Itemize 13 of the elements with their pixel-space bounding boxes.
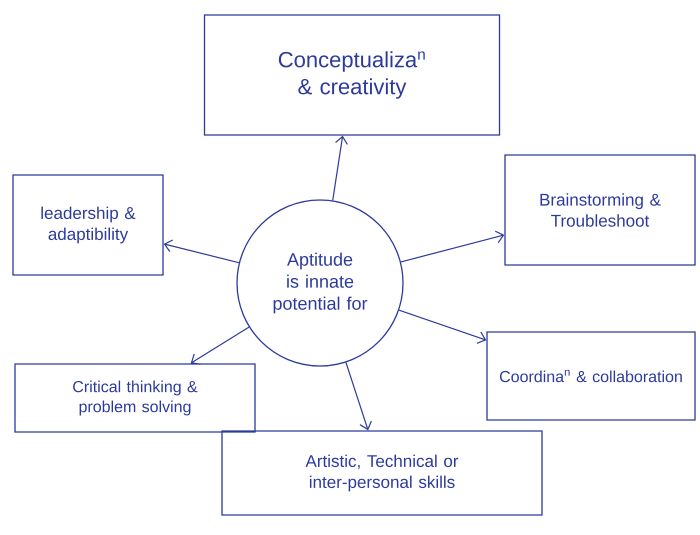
- arrow: [400, 230, 504, 262]
- circle-node: Aptitude is innate potential for: [236, 199, 404, 367]
- text-box: leadership & adaptibility: [12, 174, 164, 276]
- arrow: [332, 136, 348, 200]
- text-box: Brainstorming & Troubleshoot: [504, 154, 696, 266]
- text-box: Artistic, Technical or inter-personal skills: [221, 430, 543, 516]
- arrow: [164, 239, 239, 264]
- arrow: [398, 310, 486, 344]
- text-box: Conceptualiza$^{n}$ & creativity: [204, 14, 500, 136]
- arrow: [345, 362, 372, 430]
- arrow: [190, 326, 250, 365]
- text-box: Critical thinking & problem solving: [14, 363, 256, 433]
- text-box: Coordina$^{n}$ & collaboration: [486, 331, 696, 421]
